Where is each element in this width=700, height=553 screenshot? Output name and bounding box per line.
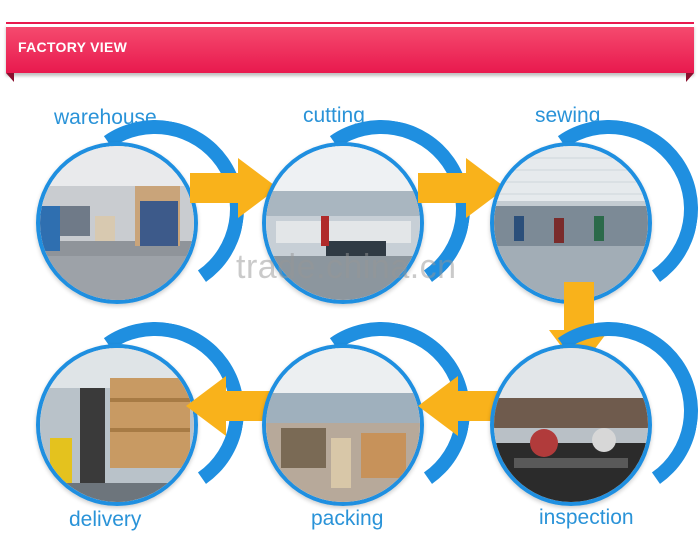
- stage-warehouse: [36, 105, 259, 313]
- watermark-text: trade.china.cn: [236, 248, 457, 286]
- sewing-photo: [490, 142, 652, 304]
- label-cutting: cutting: [303, 104, 365, 127]
- stage-inspection: [490, 307, 700, 515]
- cutting-photo: [262, 142, 424, 304]
- label-sewing: sewing: [535, 104, 601, 127]
- header-banner: FACTORY VIEW: [6, 24, 694, 82]
- label-warehouse: warehouse: [54, 106, 157, 129]
- stage-sewing: [490, 105, 700, 313]
- label-inspection: inspection: [539, 506, 634, 529]
- inspection-photo: [490, 344, 652, 506]
- banner-title: FACTORY VIEW: [18, 39, 128, 55]
- stage-delivery: [36, 307, 259, 515]
- warehouse-photo: [36, 142, 198, 304]
- stage-packing: [262, 307, 485, 515]
- packing-photo: [262, 344, 424, 506]
- label-packing: packing: [311, 507, 384, 530]
- label-delivery: delivery: [69, 508, 142, 531]
- stage-cutting: [262, 105, 485, 313]
- arrow-cutting-to-sewing: [418, 158, 508, 218]
- delivery-photo: [36, 344, 198, 506]
